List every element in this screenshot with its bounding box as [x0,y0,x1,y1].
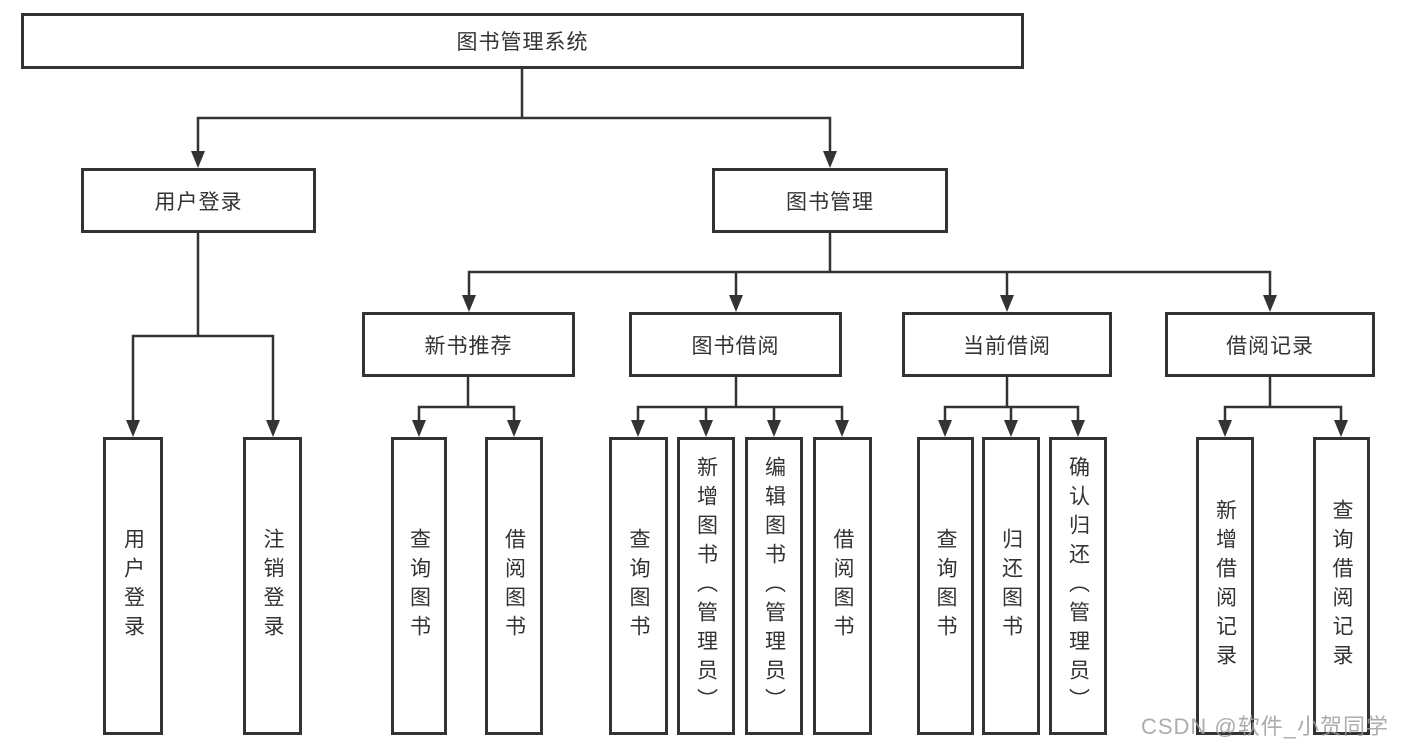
leaf-logout: 注销登录 [243,437,302,735]
arrowhead [729,295,743,312]
leaf-label: 查询图书 [407,528,431,644]
leaf-label: 归还图书 [999,528,1023,644]
node-root-system: 图书管理系统 [21,13,1024,69]
node-new-book-recommend: 新书推荐 [362,312,575,377]
arrowhead [938,420,952,437]
connector-newbook-to-leaves [417,377,516,421]
leaf-confirm-return-admin: 确认归还（管理员） [1049,437,1107,735]
arrowhead [126,420,140,437]
arrowhead [1263,295,1277,312]
node-label: 图书借阅 [691,334,780,358]
connector-bookmgmt-to-level2 [467,233,1272,296]
arrowhead [1334,420,1348,437]
connector-userlogin-to-leaves [131,233,275,421]
node-book-borrow: 图书借阅 [629,312,842,377]
arrowhead [699,420,713,437]
node-label: 当前借阅 [963,334,1051,358]
leaf-return-books: 归还图书 [982,437,1040,735]
arrowhead [266,420,280,437]
arrowhead [1004,420,1018,437]
connector-currentborrow-to-leaves [943,377,1080,421]
arrowhead [462,295,476,312]
leaf-query-borrow-record: 查询借阅记录 [1313,437,1370,735]
arrowhead [412,420,426,437]
arrowhead [507,420,521,437]
arrowhead [191,151,205,168]
leaf-label: 编辑图书（管理员） [762,455,786,717]
leaf-label: 确认归还（管理员） [1066,455,1090,717]
arrowhead [1000,295,1014,312]
leaf-label: 注销登录 [261,528,284,644]
arrowhead [823,151,837,168]
leaf-label: 新增借阅记录 [1213,499,1237,673]
leaf-query-books-borrow: 查询图书 [609,437,668,735]
leaf-query-books-recommend: 查询图书 [391,437,447,735]
leaf-add-borrow-record: 新增借阅记录 [1196,437,1254,735]
csdn-watermark: CSDN @软件_小贺同学 [1140,714,1389,739]
arrowhead [835,420,849,437]
node-label: 新书推荐 [424,334,513,358]
connector-root-to-level1 [196,69,832,152]
arrowhead [1071,420,1085,437]
node-label: 借阅记录 [1226,334,1314,358]
leaf-label: 用户登录 [121,528,145,644]
node-user-login: 用户登录 [81,168,316,233]
leaf-borrow-books: 借阅图书 [813,437,872,735]
node-label: 图书管理 [786,190,874,214]
arrowhead [767,420,781,437]
arrowhead [1218,420,1232,437]
leaf-label: 查询借阅记录 [1330,499,1353,673]
leaf-edit-books-admin: 编辑图书（管理员） [745,437,803,735]
node-label: 用户登录 [154,190,243,214]
leaf-label: 新增图书（管理员） [694,455,718,717]
leaf-label: 查询图书 [934,528,957,644]
node-book-management: 图书管理 [712,168,948,233]
node-label: 图书管理系统 [456,31,589,54]
node-current-borrow: 当前借阅 [902,312,1112,377]
leaf-label: 借阅图书 [831,528,854,644]
leaf-borrow-books-recommend: 借阅图书 [485,437,543,735]
leaf-user-login: 用户登录 [103,437,163,735]
leaf-query-books-current: 查询图书 [917,437,974,735]
connector-bookborrow-to-leaves [636,377,844,421]
node-borrow-records: 借阅记录 [1165,312,1375,377]
leaf-label: 借阅图书 [502,528,526,644]
connector-borrowrecords-to-leaves [1223,377,1343,421]
leaf-label: 查询图书 [627,528,650,644]
arrowhead [631,420,645,437]
leaf-add-books-admin: 新增图书（管理员） [677,437,735,735]
